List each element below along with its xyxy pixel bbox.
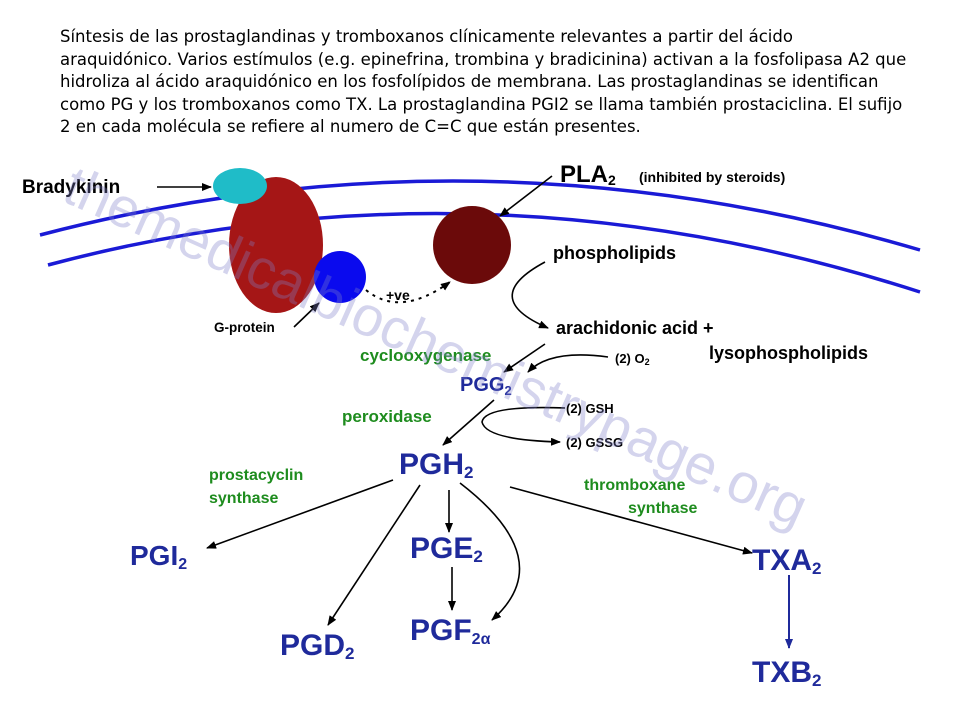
label-arachidonic-acid: arachidonic acid + xyxy=(556,318,714,338)
product-pgd2: PGD2 xyxy=(280,629,354,663)
enzyme-prostacyclin-line2: synthase xyxy=(209,490,278,507)
figure-caption: Síntesis de las prostaglandinas y trombo… xyxy=(60,27,907,137)
arrow-positive-activation xyxy=(365,281,451,304)
product-pge2: PGE2 xyxy=(410,532,483,566)
enzyme-prostacyclin-line1: prostacyclin xyxy=(209,467,303,484)
product-pgf2a: PGF2α xyxy=(410,614,491,648)
pla2-enzyme-ball xyxy=(433,206,511,284)
label-phospholipids: phospholipids xyxy=(553,243,676,263)
watermark-text: themedicalbiochemistrypage.org xyxy=(55,153,817,538)
arrow-gsh-gssg-cycle xyxy=(481,406,566,446)
product-pgh2: PGH2 xyxy=(399,448,473,482)
enzyme-thromboxane-line1: thromboxane xyxy=(584,477,685,494)
arrow-pgh2-to-pgd2 xyxy=(327,484,421,626)
label-bradykinin: Bradykinin xyxy=(22,177,120,198)
enzyme-cyclooxygenase: cyclooxygenase xyxy=(360,346,491,365)
arrow-pgg2-to-pgh2 xyxy=(442,399,495,446)
receptor-shape xyxy=(229,177,323,313)
label-plus-ve: +ve xyxy=(386,287,410,303)
enzyme-thromboxane-line2: synthase xyxy=(628,500,697,517)
label-gssg: (2) GSSG xyxy=(566,435,623,450)
product-txa2: TXA2 xyxy=(752,544,821,578)
enzyme-peroxidase: peroxidase xyxy=(342,407,432,426)
g-protein-ball xyxy=(314,251,366,303)
label-g-protein: G-protein xyxy=(214,320,275,335)
membrane-outer-line xyxy=(39,179,921,252)
bradykinin-ball xyxy=(213,168,267,204)
arrow-pgh2-to-pgf2a xyxy=(459,482,521,621)
label-pla2: PLA2 xyxy=(560,161,616,188)
product-txb2: TXB2 xyxy=(752,656,821,690)
arrow-pgh2-to-txa2 xyxy=(509,486,753,555)
arrow-pgh2-to-pgi2 xyxy=(206,479,394,549)
arrow-arachidonic-to-pgg2 xyxy=(503,343,546,373)
label-gsh: (2) GSH xyxy=(566,401,614,416)
label-o2: (2) O2 xyxy=(615,351,650,367)
arrow-phospholipids-to-arachidonic xyxy=(511,261,549,329)
arrow-pla2 xyxy=(499,175,553,217)
arrow-o2-input xyxy=(527,354,609,373)
product-pgi2: PGI2 xyxy=(130,540,187,573)
label-pla2-note: (inhibited by steroids) xyxy=(639,169,785,185)
arrow-g-protein xyxy=(293,302,320,328)
product-pgg2: PGG2 xyxy=(460,374,512,398)
label-lysophospholipids: lysophospholipids xyxy=(709,343,868,363)
